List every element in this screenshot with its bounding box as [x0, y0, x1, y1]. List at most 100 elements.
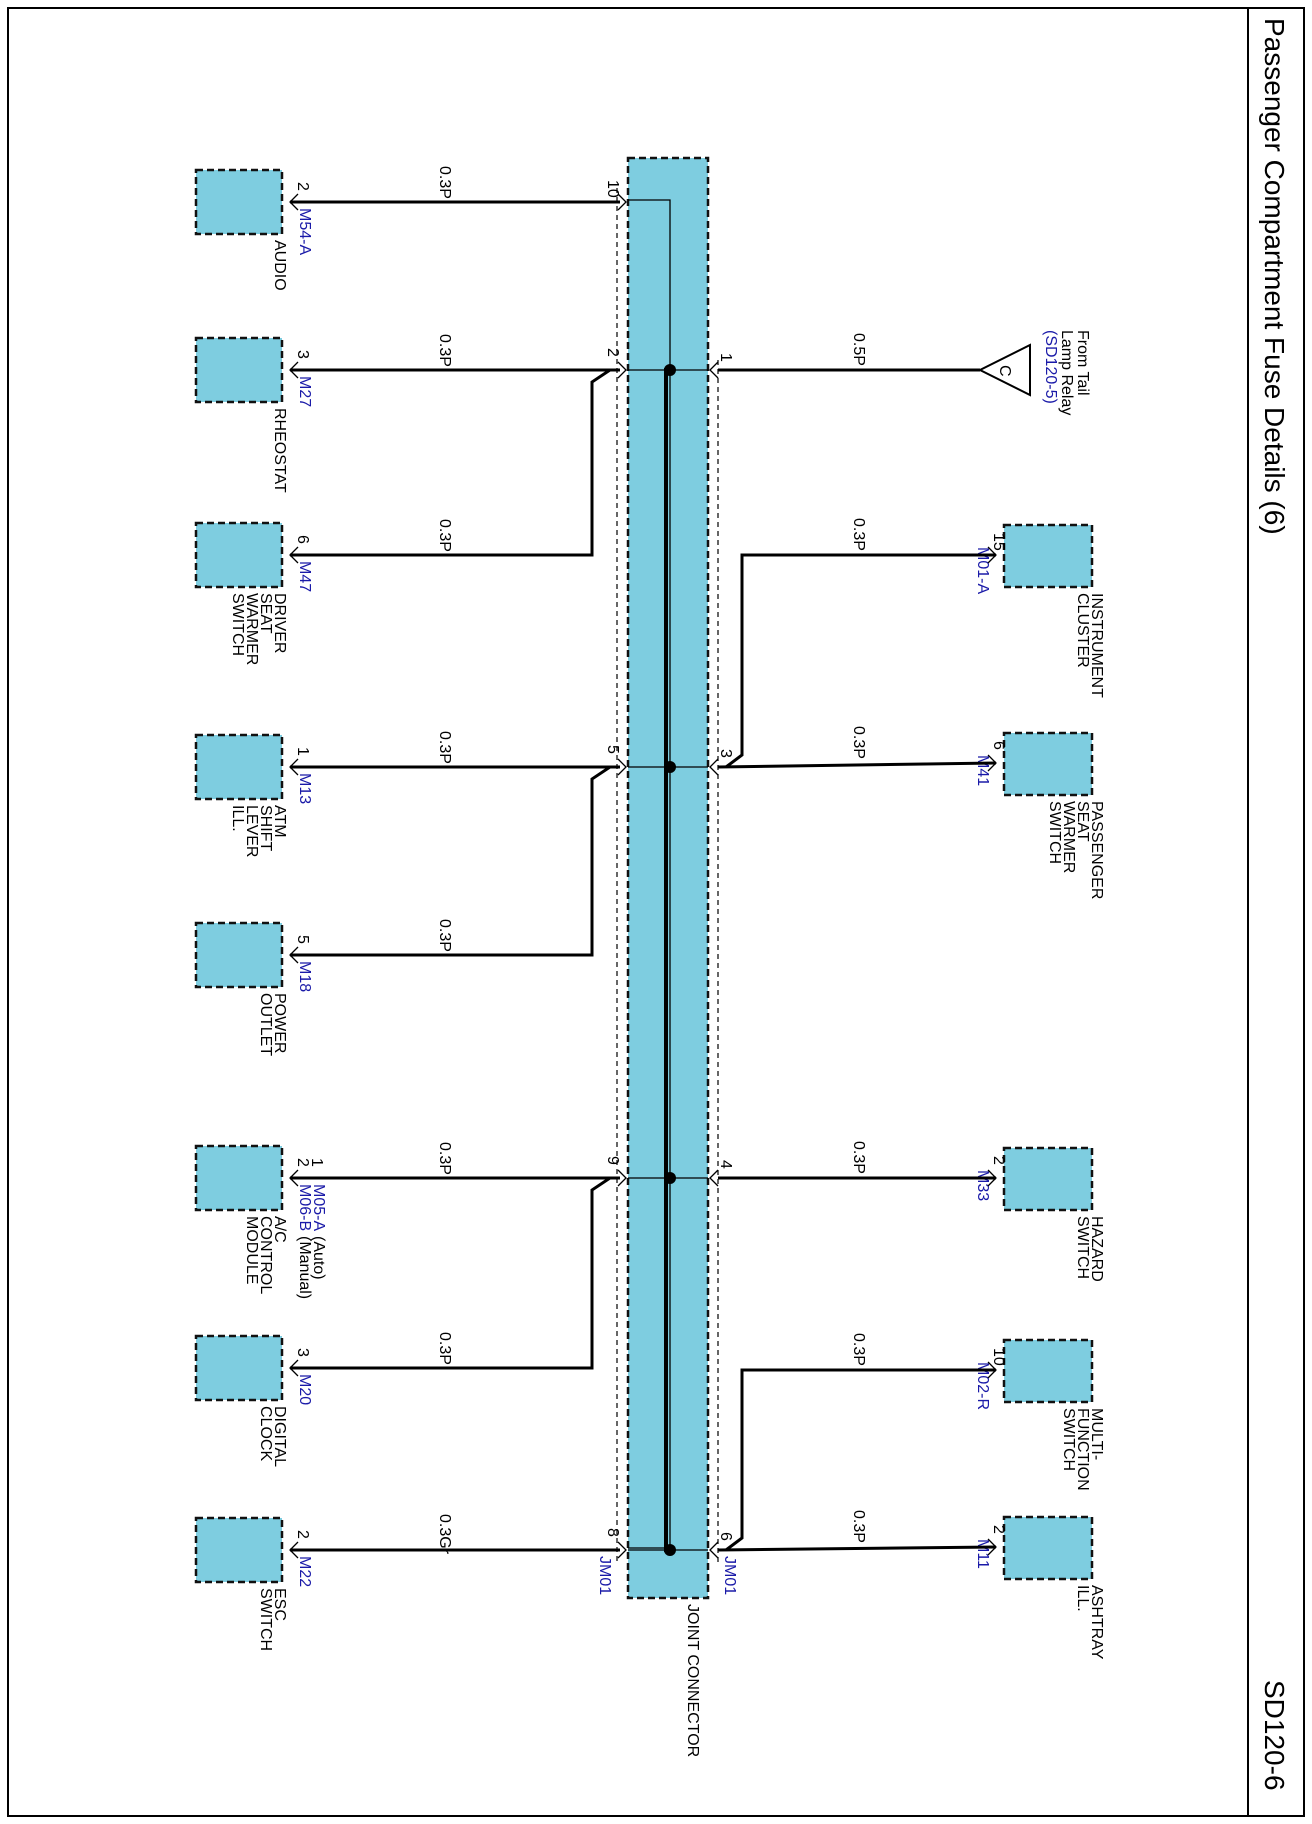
component-wire-spec-rheostat: 0.3P — [436, 334, 453, 367]
wire-power — [290, 765, 611, 957]
component-box-rheostat — [194, 336, 284, 404]
component-pin-rheostat: 3 — [294, 350, 311, 359]
component-label-pass-seat-0: PASSENGER — [1088, 801, 1105, 899]
wires — [290, 200, 997, 1552]
joint-bus-outline — [628, 199, 671, 1549]
source-line1: From Tail — [1074, 330, 1091, 396]
source-pin-chevron — [709, 361, 719, 379]
component-wire-spec-driver-seat: 0.3P — [436, 519, 453, 552]
component-pin-atm: 1 — [294, 747, 311, 756]
component-label-instrument-1: CLUSTER — [1074, 593, 1091, 668]
component-label-clock-0: DIGITAL — [271, 1406, 288, 1467]
component-box-ashtray — [1002, 1515, 1094, 1581]
component-label-esc-0: ESC — [271, 1588, 288, 1621]
joint-chevron-audio — [617, 193, 627, 211]
component-wire-spec-ashtray: 0.3P — [850, 1510, 867, 1543]
component-conn-driver-seat: M47 — [296, 561, 313, 592]
component-label-power-1: OUTLET — [257, 993, 274, 1056]
component-wire-spec-pass-seat: 0.3P — [850, 726, 867, 759]
component-box-pass-seat — [1002, 731, 1094, 797]
component-box-power — [194, 921, 284, 989]
wire-driver-seat — [290, 368, 611, 557]
source-symbol: C — [996, 365, 1013, 377]
component-label-instrument-0: INSTRUMENT — [1088, 593, 1105, 698]
right-components: INSTRUMENTCLUSTER15M01-A0.3P3PASSENGERSE… — [709, 518, 1105, 1660]
wire-ashtray — [717, 1545, 997, 1552]
component-wire-spec-instrument: 0.3P — [850, 518, 867, 551]
component-label-clock-1: CLOCK — [257, 1406, 274, 1461]
component-wire-spec-audio: 0.3P — [436, 166, 453, 199]
page-code: SD120-6 — [1259, 1680, 1290, 1791]
component-label-driver-seat-2: WARMER — [243, 593, 260, 665]
component-label-atm-0: ATM — [271, 805, 288, 838]
component-conn2-ac: M05-A — [310, 1184, 327, 1231]
wire-instrument — [725, 553, 996, 769]
joint-bus — [664, 368, 668, 1552]
component-label-hazard-0: HAZARD — [1088, 1216, 1105, 1282]
source-line2: Lamp Relay — [1058, 330, 1075, 415]
component-label-atm-1: SHIFT — [257, 805, 274, 851]
component-conn-instrument: M01-A — [974, 547, 991, 594]
source-ref: (SD120-5) — [1042, 330, 1059, 404]
component-label-multi-0: MULTI- — [1088, 1408, 1105, 1460]
joint-pin-esc: 8 — [604, 1528, 621, 1537]
component-wire-spec-atm: 0.3P — [436, 731, 453, 764]
component-label-audio-0: AUDIO — [271, 240, 288, 291]
joint-ref-left: JM01 — [596, 1556, 613, 1595]
component-wire-spec-clock: 0.3P — [436, 1332, 453, 1365]
joint-pin-multi: 6 — [717, 1532, 734, 1541]
component-conn-note-ac: (Manual) — [296, 1236, 313, 1299]
component-pin-ashtray: 2 — [990, 1525, 1007, 1534]
joint-ref-right: JM01 — [721, 1556, 738, 1595]
wire-clock — [290, 1176, 611, 1370]
wire-pass-seat — [717, 761, 997, 769]
component-wire-spec-power: 0.3P — [436, 919, 453, 952]
component-label-esc-1: SWITCH — [257, 1588, 274, 1651]
component-label-atm-2: LEVER — [243, 805, 260, 857]
joint-connector-label: JOINT CONNECTOR — [684, 1604, 701, 1757]
joint-connector: JOINT CONNECTOR JM01 JM01 — [596, 156, 738, 1757]
component-wire-spec-ac: 0.3P — [436, 1142, 453, 1175]
joint-pin-audio: 10 — [604, 180, 621, 198]
component-label-driver-seat-3: SWITCH — [229, 593, 246, 656]
component-box-esc — [194, 1516, 284, 1584]
component-ac: A/CCONTROLMODULE2M06-B1M05-A(Manual)(Aut… — [194, 1142, 627, 1299]
component-box-driver-seat — [194, 521, 284, 589]
component-conn2-note-ac: (Auto) — [310, 1236, 327, 1280]
component-wire-spec-hazard: 0.3P — [850, 1141, 867, 1174]
component-pin-multi: 10 — [990, 1348, 1007, 1366]
joint-chevron-ac — [617, 1169, 627, 1187]
component-pin-instrument: 15 — [990, 533, 1007, 551]
component-label-pass-seat-1: SEAT — [1074, 801, 1091, 842]
component-label-ac-2: MODULE — [243, 1216, 260, 1284]
component-box-instrument — [1002, 523, 1094, 589]
source-triangle — [977, 343, 1031, 397]
joint-chevron-atm — [617, 758, 627, 776]
page-frame — [7, 7, 1305, 1817]
joint-pin-atm: 5 — [604, 745, 621, 754]
component-box-multi — [1002, 1338, 1094, 1404]
component-conn-audio: M54-A — [296, 208, 313, 255]
component-label-pass-seat-3: SWITCH — [1046, 801, 1063, 864]
component-wire-spec-esc: 0.3Gr — [436, 1514, 453, 1555]
component-label-ashtray-0: ASHTRAY — [1088, 1585, 1105, 1660]
component-label-ashtray-1: ILL. — [1074, 1585, 1091, 1612]
component-label-ac-0: A/C — [271, 1216, 288, 1243]
component-label-pass-seat-2: WARMER — [1060, 801, 1077, 873]
source-wire: 0.5P — [850, 333, 867, 366]
component-conn-clock: M20 — [296, 1374, 313, 1405]
joint-pin-ac: 9 — [604, 1156, 621, 1165]
component-box-ac — [194, 1144, 284, 1212]
component-label-driver-seat-1: SEAT — [257, 593, 274, 634]
component-label-multi-1: FUNCTION — [1074, 1408, 1091, 1491]
